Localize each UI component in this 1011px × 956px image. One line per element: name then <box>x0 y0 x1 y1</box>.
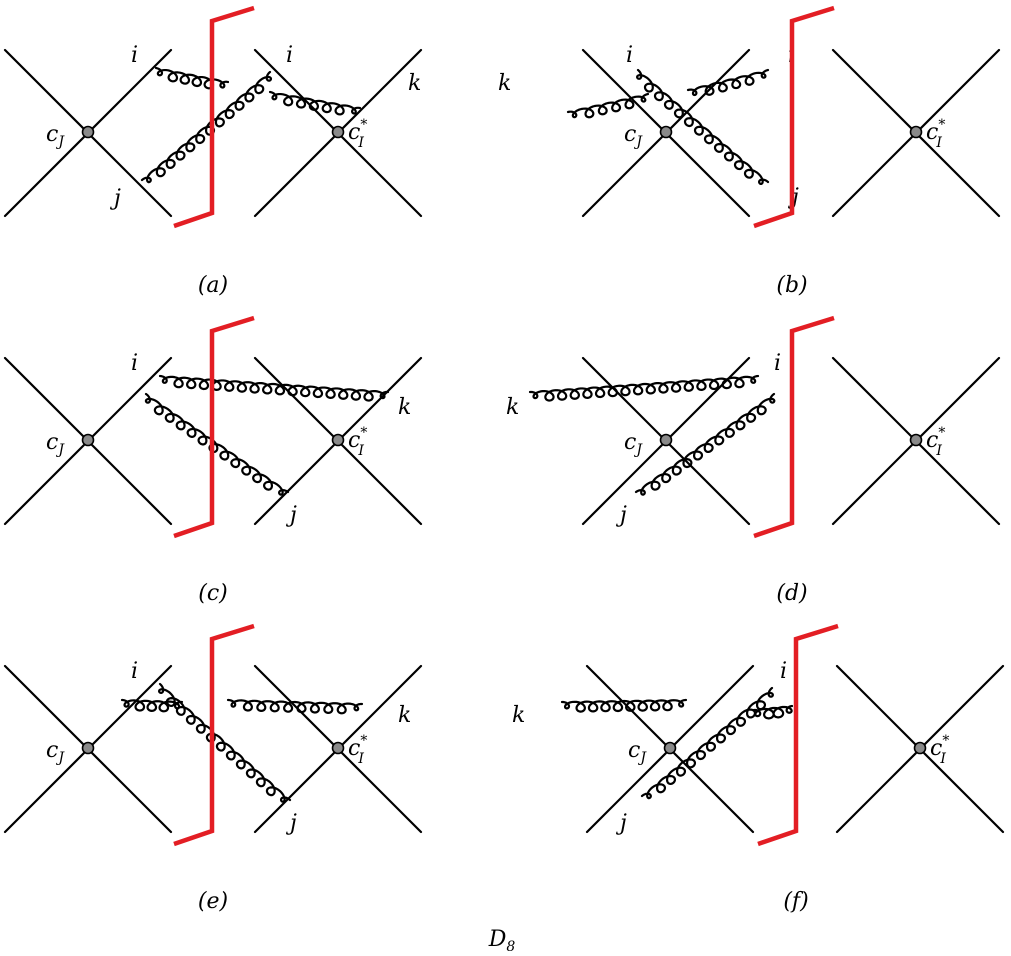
cut-line <box>173 315 255 539</box>
gluon-3 <box>686 68 770 97</box>
label-cJ: cJ <box>624 122 643 150</box>
cut-line <box>173 5 255 229</box>
label-j: j <box>615 503 627 528</box>
gluon-2 <box>640 686 774 800</box>
label-i: i <box>626 43 633 68</box>
label-k: k <box>506 395 519 420</box>
label-k: k <box>512 703 525 728</box>
vertex-cI-star <box>909 125 923 139</box>
gluon-1 <box>158 682 292 803</box>
panel-e: i j k cJ c*I (e) <box>3 623 423 914</box>
gluon-1 <box>566 92 650 119</box>
cut-line <box>757 623 839 847</box>
panel-a: i j i k cJ c*I (a) <box>3 5 423 298</box>
gluon-2 <box>634 392 776 496</box>
label-cI-star: c*I <box>926 425 945 459</box>
vertex-cI-star <box>909 433 923 447</box>
gluon-1 <box>158 374 390 402</box>
label-cI-star: c*I <box>348 733 367 767</box>
vertex-cJ <box>659 433 673 447</box>
label-i: i <box>131 659 138 684</box>
vertex-cJ <box>81 433 95 447</box>
label-i: i <box>131 351 138 376</box>
label-i: i <box>131 43 138 68</box>
label-cJ: cJ <box>46 430 65 458</box>
gluon-2 <box>120 698 184 713</box>
gluon-1 <box>560 698 688 713</box>
label-k: k <box>498 71 511 96</box>
label-j: j <box>109 186 121 211</box>
gluon-1 <box>528 374 760 402</box>
panel-caption: (a) <box>198 273 228 298</box>
vertex-cI-star <box>913 741 927 755</box>
figure-title: D8 <box>488 927 516 955</box>
vertex-cJ <box>663 741 677 755</box>
label-i: i <box>780 659 787 684</box>
panel-f: k j i cJ c*I (f) <box>512 623 1005 914</box>
gluon-2 <box>144 392 290 496</box>
label-cJ: cJ <box>46 738 65 766</box>
label-cJ: cJ <box>628 738 647 766</box>
label-i-right: i <box>286 43 293 68</box>
gluon-1 <box>154 66 230 90</box>
vertex-cJ <box>659 125 673 139</box>
gluon-2 <box>636 68 770 186</box>
gluon-3 <box>752 704 794 720</box>
label-cI-star: c*I <box>348 425 367 459</box>
panel-c: i j k cJ c*I (c) <box>3 315 423 606</box>
vertex-cI-star <box>331 741 345 755</box>
gluon-3 <box>226 698 364 715</box>
vertex-cI-star <box>331 433 345 447</box>
vertex-cJ <box>81 741 95 755</box>
cut-line <box>753 315 835 539</box>
panel-caption: (f) <box>783 889 808 914</box>
label-k: k <box>398 703 411 728</box>
panel-caption: (c) <box>198 581 228 606</box>
label-cI-star: c*I <box>930 733 949 767</box>
label-j: j <box>285 503 297 528</box>
cut-line <box>753 5 835 229</box>
cut-line <box>173 623 255 847</box>
panel-caption: (b) <box>776 273 807 298</box>
gluon-3 <box>268 90 362 116</box>
label-k: k <box>408 71 421 96</box>
panel-caption: (e) <box>198 889 228 914</box>
vertex-cJ <box>81 125 95 139</box>
label-j: j <box>615 811 627 836</box>
label-cI-star: c*I <box>348 117 367 151</box>
label-j: j <box>285 811 297 836</box>
label-k: k <box>398 395 411 420</box>
label-cJ: cJ <box>624 430 643 458</box>
label-i: i <box>774 351 781 376</box>
label-cJ: cJ <box>46 122 65 150</box>
panel-d: k j i cJ c*I (d) <box>506 315 1001 606</box>
panel-caption: (d) <box>776 581 807 606</box>
vertex-cI-star <box>331 125 345 139</box>
label-cI-star: c*I <box>926 117 945 151</box>
